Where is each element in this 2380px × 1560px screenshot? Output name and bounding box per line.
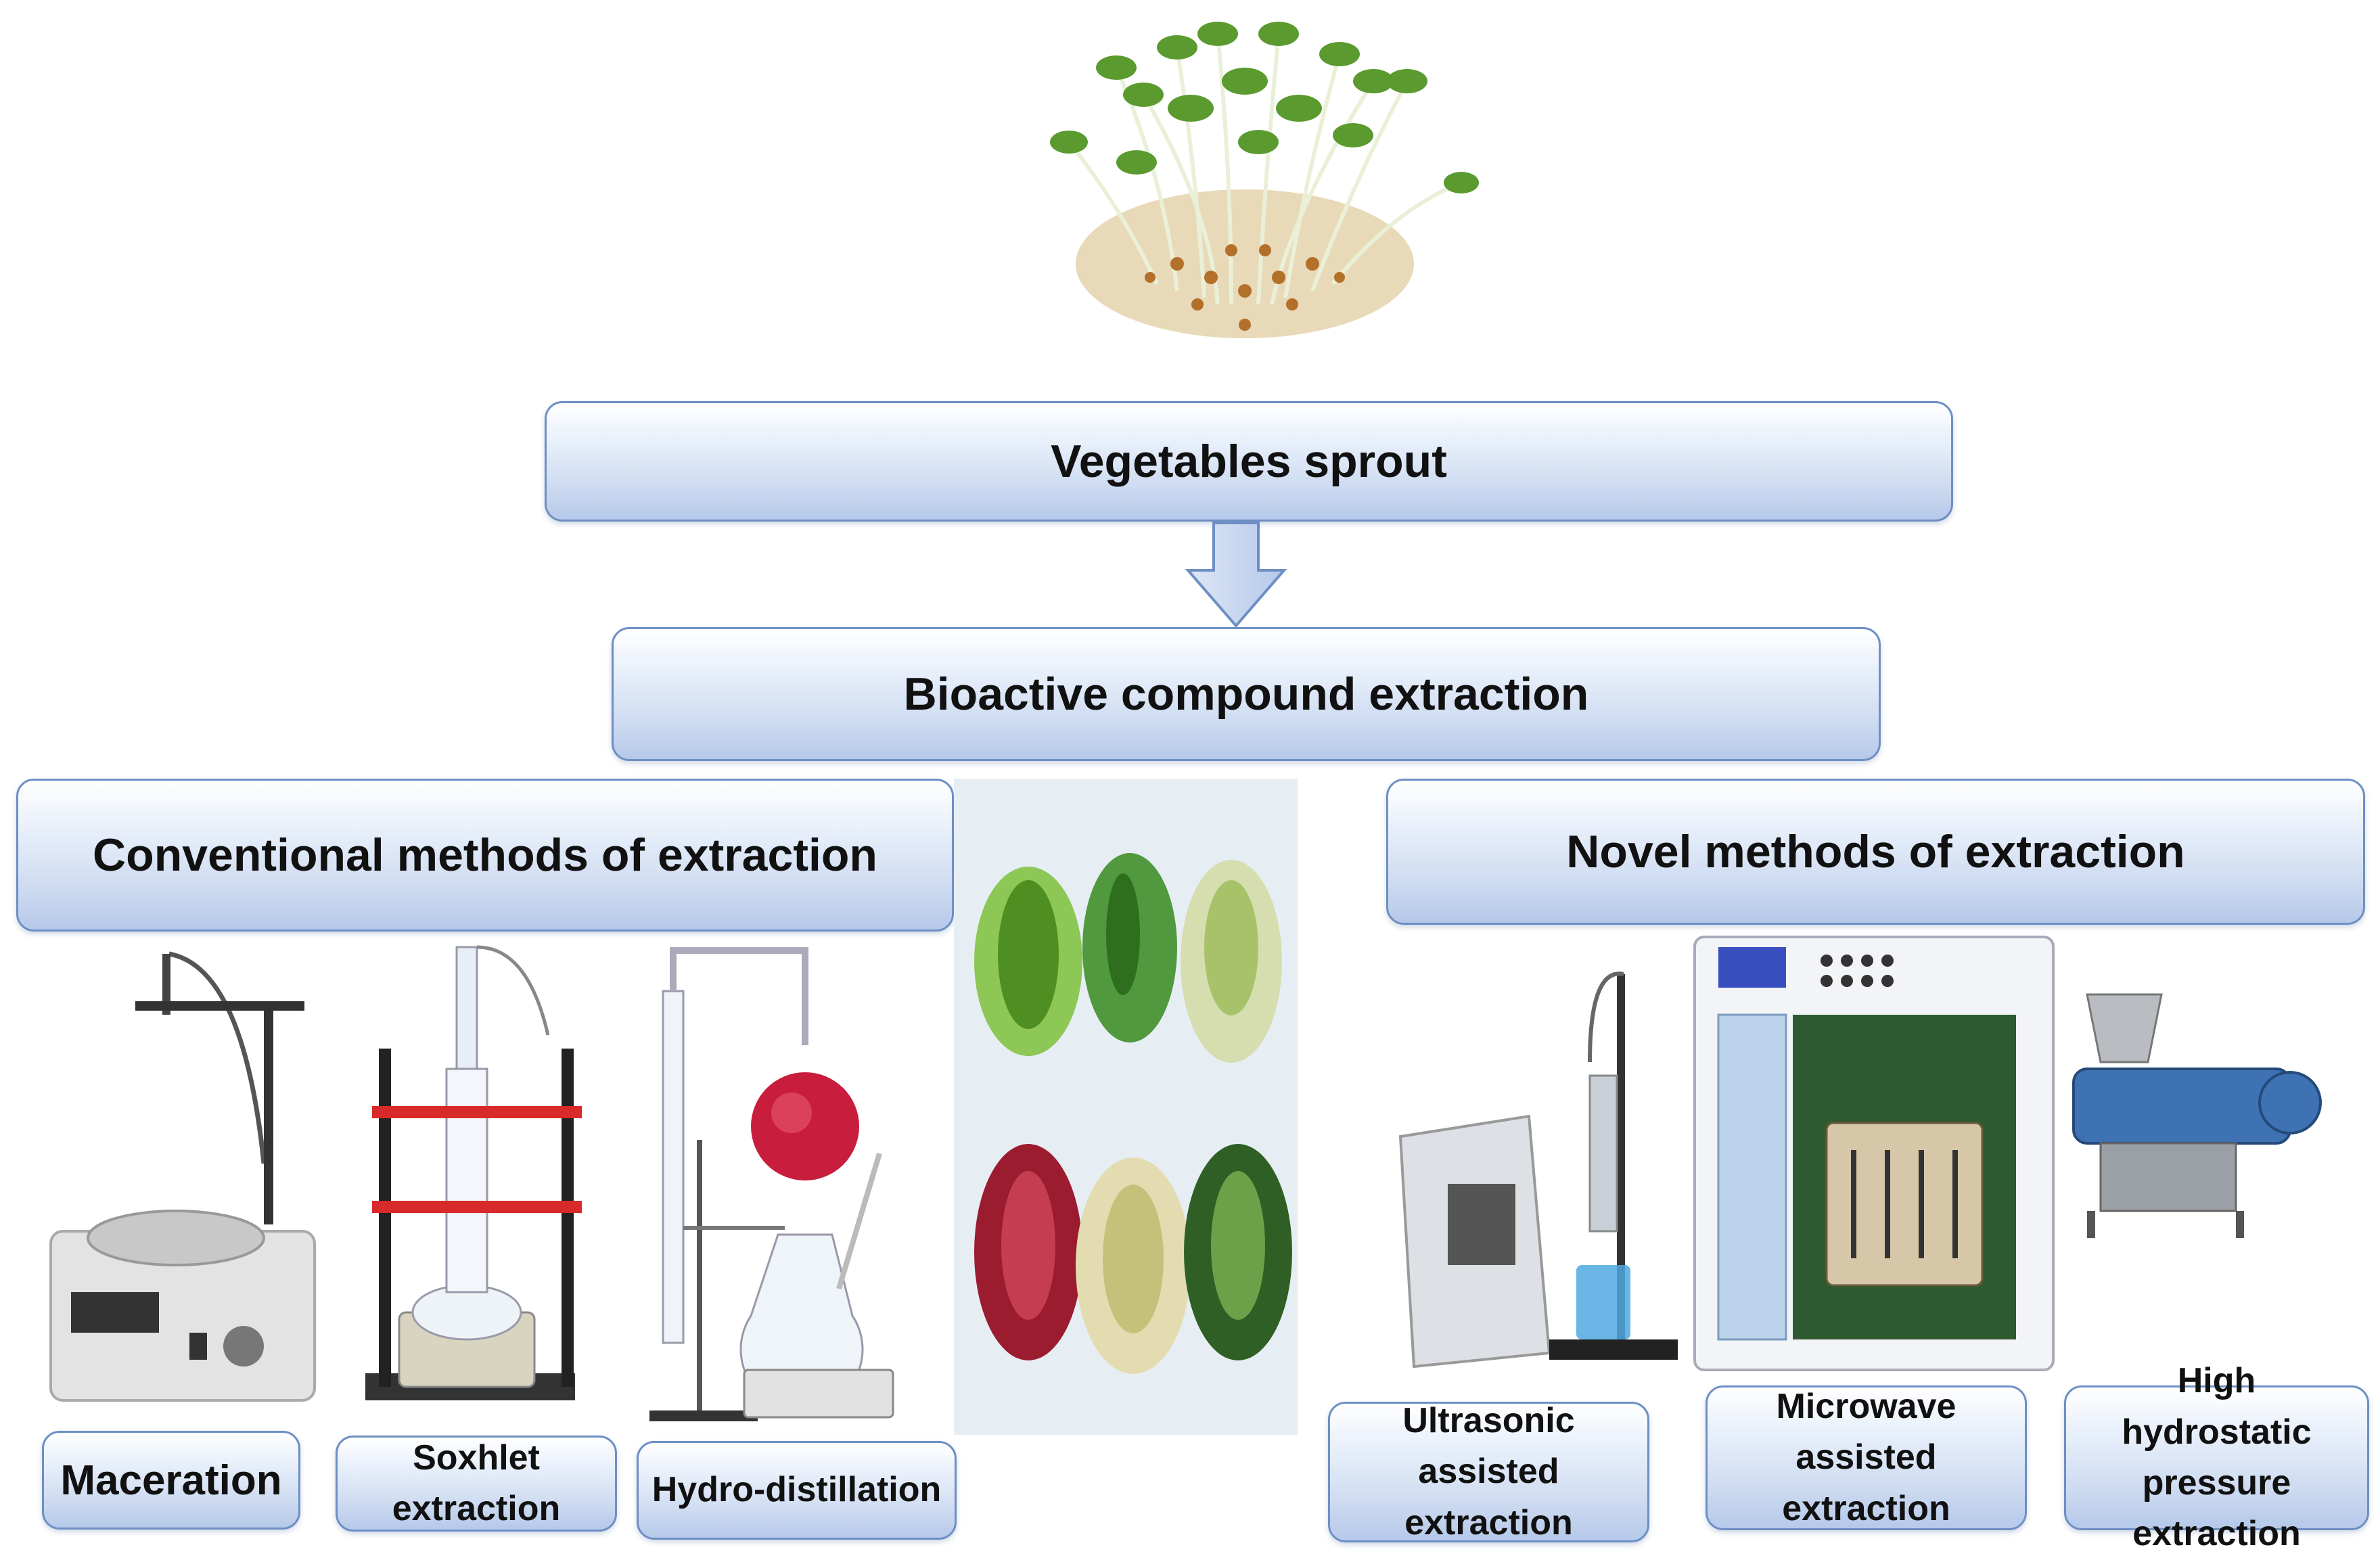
ultrasonic-device-image xyxy=(1398,971,1678,1369)
hydro-distillation-label: Hydro-distillation xyxy=(651,1470,942,1510)
high-pressure-device-image xyxy=(2072,993,2322,1238)
high-hydrostatic-pressure-box: High hydrostatic pressure extraction xyxy=(2064,1361,2369,1553)
ultrasonic-extraction-label: Ultrasonic assisted extraction xyxy=(1402,1400,1575,1542)
magnetic-stirrer-image xyxy=(49,951,316,1402)
soxhlet-extraction-label: Soxhlet extraction xyxy=(392,1438,561,1528)
conventional-methods-label: Conventional methods of extraction xyxy=(93,829,877,881)
vegetable-sprouts-illustration xyxy=(1050,22,1479,338)
novel-methods-label: Novel methods of extraction xyxy=(1566,826,2185,877)
down-arrow-icon xyxy=(1185,522,1287,628)
hydro-distillation-box: Hydro-distillation xyxy=(637,1441,957,1540)
ultrasonic-extraction-box: Ultrasonic assisted extraction xyxy=(1328,1401,1649,1542)
novel-methods-header: Novel methods of extraction xyxy=(1386,779,2365,925)
microwave-extraction-label: Microwave assisted extraction xyxy=(1776,1386,1956,1528)
hydro-distillation-image xyxy=(649,947,894,1421)
maceration-label: Maceration xyxy=(60,1456,282,1504)
microwave-device-image xyxy=(1693,936,2055,1371)
vegetables-sprout-label: Vegetables sprout xyxy=(1051,436,1447,487)
soxhlet-extraction-box: Soxhlet extraction xyxy=(336,1436,617,1532)
microwave-extraction-box: Microwave assisted extraction xyxy=(1706,1385,2027,1530)
microgreen-cluster xyxy=(974,867,1082,1056)
bioactive-extraction-box: Bioactive compound extraction xyxy=(612,627,1881,761)
bioactive-extraction-label: Bioactive compound extraction xyxy=(903,668,1589,720)
high-hydrostatic-pressure-label: High hydrostatic pressure extraction xyxy=(2122,1361,2312,1554)
vegetables-sprout-box: Vegetables sprout xyxy=(545,401,1953,522)
conventional-methods-header: Conventional methods of extraction xyxy=(16,779,954,932)
maceration-box: Maceration xyxy=(42,1431,300,1530)
microgreens-photo xyxy=(954,779,1298,1435)
soxhlet-apparatus-image xyxy=(365,945,582,1400)
